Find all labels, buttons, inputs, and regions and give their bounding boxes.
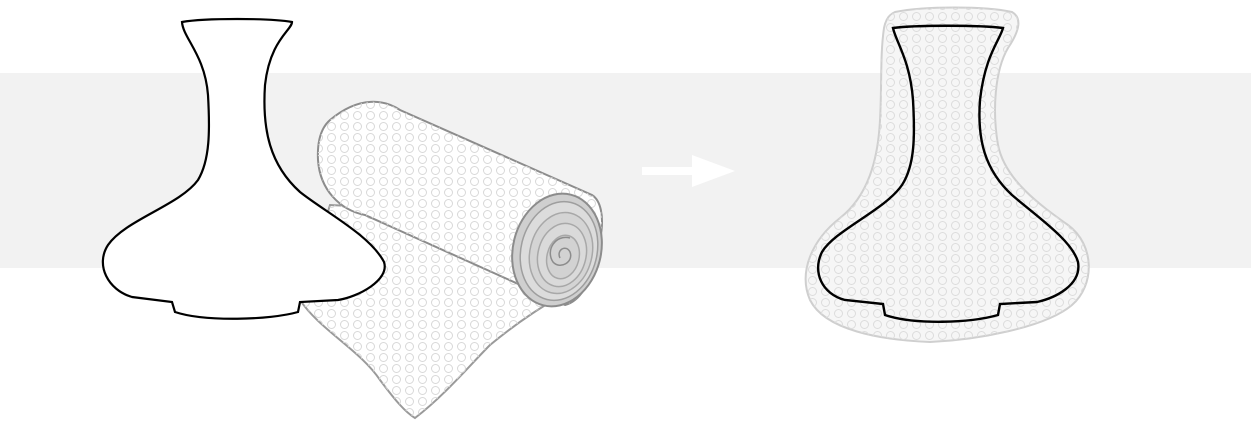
wrapped-vase-outline xyxy=(817,24,1080,323)
bubble-wrap-roll-end xyxy=(511,192,603,308)
wrapped-vase-icon xyxy=(804,6,1090,344)
arrow-right-icon xyxy=(642,155,735,187)
vase-icon xyxy=(101,17,386,320)
